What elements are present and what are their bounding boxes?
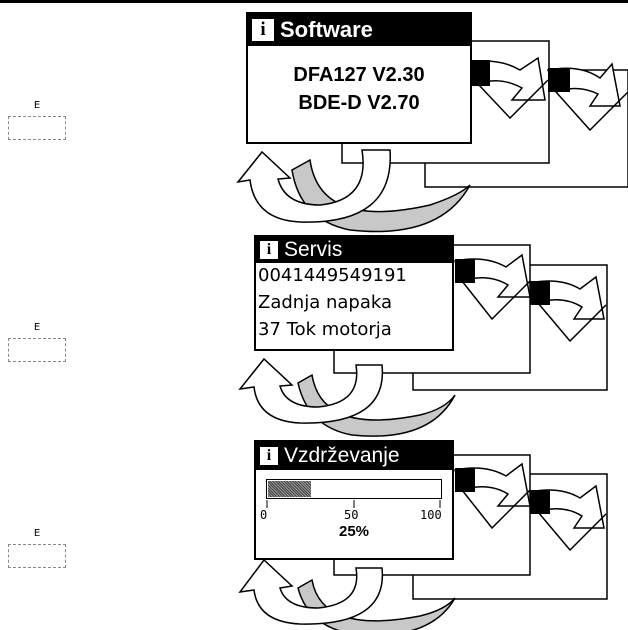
info-icon: i xyxy=(252,19,274,41)
scale-label-mid: 50 xyxy=(344,508,359,522)
scale-label-max: 100 xyxy=(420,508,442,522)
top-rule xyxy=(0,0,628,3)
screen-line: Zadnja napaka xyxy=(258,292,392,313)
screen-title: Software xyxy=(280,17,373,42)
progress-ticks xyxy=(266,500,441,508)
down-arrow-icon xyxy=(468,56,549,120)
display-screen-software: i Software DFA127 V2.30 BDE-D V2.70 xyxy=(246,12,472,144)
step-marker-2: E xyxy=(8,322,66,362)
marker-letter: E xyxy=(33,528,41,539)
display-screen-maintenance: i Vzdrževanje 0 50 100 25% xyxy=(254,440,454,560)
screen-line: 0041449549191 xyxy=(258,265,407,286)
return-arrow-icon xyxy=(236,149,471,233)
info-icon: i xyxy=(260,241,278,259)
screen-line: BDE-D V2.70 xyxy=(298,92,420,114)
progress-bar xyxy=(266,479,442,499)
return-arrow-icon xyxy=(238,558,456,630)
return-arrow-icon xyxy=(238,357,456,437)
step-marker-1: E xyxy=(8,100,66,140)
marker-box xyxy=(8,116,66,140)
screen-title-bar: i Servis xyxy=(256,237,452,263)
marker-box xyxy=(8,544,66,568)
down-arrow-icon xyxy=(528,484,607,552)
down-arrow-icon xyxy=(546,62,628,132)
down-arrow-icon xyxy=(454,253,531,321)
screen-title-bar: i Software xyxy=(248,14,470,46)
down-arrow-icon xyxy=(528,275,607,343)
screen-title-bar: i Vzdrževanje xyxy=(256,442,452,470)
marker-box xyxy=(8,338,66,362)
display-screen-service: i Servis 0041449549191 Zadnja napaka 37 … xyxy=(254,235,454,351)
screen-line: DFA127 V2.30 xyxy=(293,64,425,86)
screen-title: Vzdrževanje xyxy=(284,444,400,467)
progress-fill xyxy=(268,481,311,497)
marker-letter: E xyxy=(33,322,41,333)
progress-percent: 25% xyxy=(338,523,370,540)
scale-label-min: 0 xyxy=(260,508,268,522)
marker-letter: E xyxy=(33,100,41,111)
step-marker-3: E xyxy=(8,528,66,568)
down-arrow-icon xyxy=(454,462,531,530)
info-icon: i xyxy=(260,447,278,465)
screen-line: 37 Tok motorja xyxy=(258,319,392,340)
screen-title: Servis xyxy=(284,238,343,261)
